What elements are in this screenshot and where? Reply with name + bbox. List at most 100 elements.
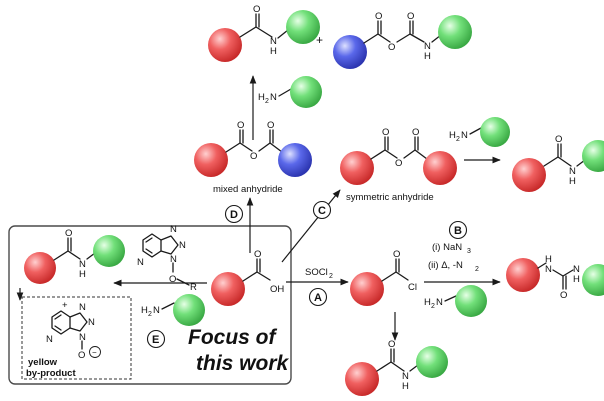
arrow-route-c — [281, 189, 341, 263]
atom-H: H — [424, 51, 431, 62]
svg-text:N: N — [545, 264, 552, 275]
route-b-label: B — [454, 225, 462, 237]
symmetric-anhydride: O O O — [340, 127, 457, 185]
svg-text:N: N — [402, 371, 409, 382]
svg-text:H: H — [258, 92, 265, 103]
amine-reagent-route-b: H 2 N — [424, 285, 487, 317]
urea-product: H N O N H — [506, 254, 604, 301]
svg-text:N: N — [153, 305, 160, 316]
atom-H: H — [270, 46, 277, 57]
carboxylic-acid: O OH — [211, 249, 284, 306]
focus-amide-product: O N H — [24, 228, 125, 284]
focus-title-line1: Focus of — [188, 326, 278, 349]
amine-reagent-top: H 2 N — [258, 76, 322, 108]
svg-text:N: N — [573, 264, 580, 275]
svg-text:N: N — [179, 240, 186, 251]
route-e-marker — [146, 329, 166, 349]
svg-text:N: N — [79, 302, 86, 313]
byproduct-structure: + N N N N O − — [46, 300, 101, 361]
top-amide-product: O N H — [208, 4, 320, 62]
svg-text:2: 2 — [265, 98, 269, 105]
svg-text:O: O — [393, 249, 400, 260]
green-substituent — [455, 285, 487, 317]
svg-text:O: O — [237, 120, 244, 131]
green-substituent — [582, 140, 604, 172]
svg-text:O: O — [412, 127, 419, 138]
svg-text:H: H — [141, 305, 148, 316]
right-amide-product: O N H — [512, 134, 604, 192]
svg-text:N: N — [461, 130, 468, 141]
byproduct-label: by-product — [26, 368, 76, 379]
svg-text:H: H — [402, 381, 409, 392]
route-e-label: E — [152, 334, 159, 346]
svg-text:H: H — [449, 130, 456, 141]
svg-text:H: H — [79, 269, 86, 280]
svg-text:N: N — [137, 257, 144, 268]
atom-N: N — [424, 41, 431, 52]
svg-text:N: N — [170, 224, 177, 235]
nan3-condition: (i) NaN — [432, 242, 462, 253]
svg-text:O: O — [169, 274, 176, 285]
green-substituent — [416, 346, 448, 378]
svg-text:H: H — [569, 176, 576, 187]
green-substituent — [480, 117, 510, 147]
red-substituent — [208, 28, 242, 62]
route-d-marker — [224, 204, 244, 224]
route-a-label: A — [314, 292, 322, 304]
svg-text:O: O — [65, 228, 72, 239]
red-substituent — [423, 151, 457, 185]
green-substituent — [438, 15, 472, 49]
svg-text:2: 2 — [329, 273, 333, 280]
green-substituent — [582, 264, 604, 296]
svg-text:O: O — [560, 290, 567, 301]
bottom-amide-product: O N H — [345, 339, 448, 396]
route-c-marker — [312, 200, 332, 220]
svg-text:+: + — [62, 300, 68, 311]
red-substituent — [350, 272, 384, 306]
amine-reagent-focus: H 2 N — [141, 294, 205, 326]
svg-text:N: N — [270, 92, 277, 103]
svg-text:2: 2 — [431, 303, 435, 310]
red-substituent — [24, 252, 56, 284]
atom-O: O — [375, 11, 382, 22]
red-substituent — [506, 258, 540, 292]
route-a-marker — [308, 287, 328, 307]
atom-O: O — [253, 4, 260, 15]
route-b-marker — [448, 220, 468, 240]
svg-text:H: H — [545, 254, 552, 265]
svg-text:−: − — [92, 348, 97, 357]
svg-text:N: N — [88, 317, 95, 328]
svg-text:2: 2 — [475, 266, 479, 273]
svg-text:O: O — [395, 158, 402, 169]
red-substituent — [211, 272, 245, 306]
svg-text:Cl: Cl — [408, 282, 417, 293]
mixed-anhydride-label: mixed anhydride — [213, 184, 283, 195]
byproduct-box — [21, 296, 132, 380]
svg-text:N: N — [46, 334, 53, 345]
socl2-condition: SOCl — [305, 267, 328, 278]
svg-text:N: N — [79, 259, 86, 270]
top-byproduct: O O O N H — [333, 11, 472, 69]
green-substituent — [93, 235, 125, 267]
svg-text:O: O — [254, 249, 261, 260]
svg-text:O: O — [388, 339, 395, 350]
svg-text:N: N — [170, 254, 177, 265]
yellow-label: yellow — [28, 357, 58, 368]
amine-reagent-right-top: H 2 N — [449, 117, 510, 147]
blue-substituent — [333, 35, 367, 69]
svg-text:2: 2 — [148, 311, 152, 318]
svg-text:N: N — [436, 297, 443, 308]
route-d-label: D — [230, 209, 238, 221]
svg-text:OH: OH — [270, 284, 284, 295]
svg-text:O: O — [250, 151, 257, 162]
plus-sign: + — [316, 33, 323, 47]
green-substituent — [173, 294, 205, 326]
route-c-label: C — [318, 205, 326, 217]
acid-chloride: O Cl — [350, 249, 417, 306]
svg-text:O: O — [78, 350, 85, 361]
azabenzotriazole-reagent: N N N N O R — [137, 224, 197, 293]
symmetric-anhydride-label: symmetric anhydride — [346, 192, 434, 203]
svg-text:H: H — [424, 297, 431, 308]
atom-O: O — [407, 11, 414, 22]
